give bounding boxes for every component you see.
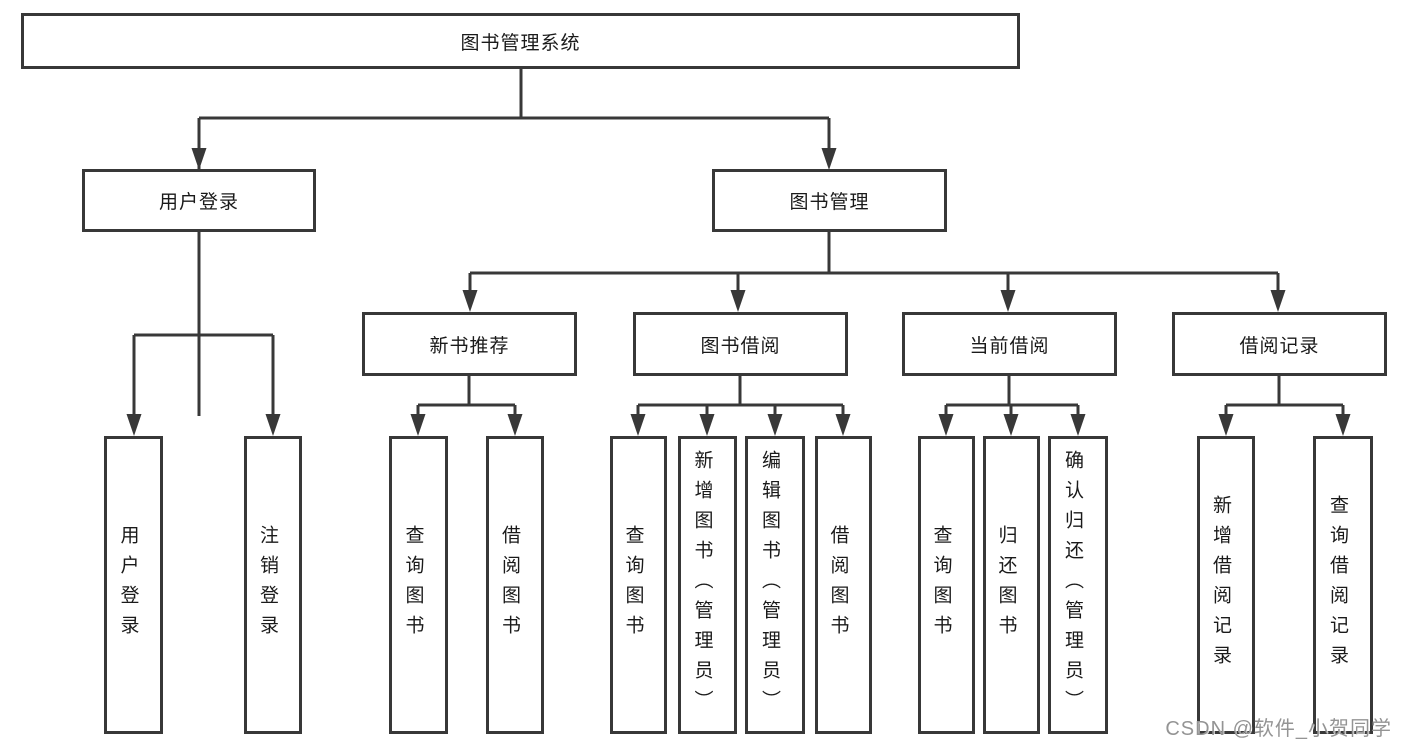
leaf-current-confirm-return-admin: 确认归还（管理员）: [1048, 436, 1108, 734]
leaf-current-confirm-return-admin-label: 确认归还（管理员）: [1062, 450, 1083, 720]
leaf-borrowing-edit-books-admin: 编辑图书（管理员）: [745, 436, 805, 734]
leaf-newbook-borrow-books: 借阅图书: [486, 436, 544, 734]
leaf-newbook-query-books-label: 查询图书: [402, 525, 424, 645]
connector-current-to-leaves: [938, 376, 1086, 436]
node-book-borrowing: 图书借阅: [633, 312, 848, 376]
connector-borrowing-to-leaves: [630, 376, 851, 436]
leaf-current-query-books: 查询图书: [918, 436, 975, 734]
node-current-borrowing: 当前借阅: [902, 312, 1117, 376]
node-new-book-recommend-label: 新书推荐: [429, 335, 510, 357]
connector-newbook-to-leaves: [410, 376, 523, 436]
node-borrow-records-label: 借阅记录: [1239, 335, 1320, 357]
csdn-watermark: CSDN @软件_小贺同学: [1165, 718, 1392, 740]
leaf-borrowing-query-books-label: 查询图书: [622, 525, 644, 645]
leaf-current-return-books: 归还图书: [983, 436, 1040, 734]
node-current-borrowing-label: 当前借阅: [969, 335, 1050, 357]
connector-bookmgmt-to-level3: [462, 232, 1286, 312]
node-root-system: 图书管理系统: [21, 13, 1020, 69]
connector-userlogin-to-leaves: [126, 232, 281, 436]
node-user-login-label: 用户登录: [158, 192, 239, 213]
leaf-current-query-books-label: 查询图书: [930, 525, 952, 645]
connector-root-to-level2: [191, 69, 837, 416]
leaf-borrowing-borrow-books-label: 借阅图书: [827, 525, 849, 645]
node-book-management: 图书管理: [712, 169, 947, 232]
leaf-borrowing-query-books: 查询图书: [610, 436, 667, 734]
leaf-logout: 注销登录: [244, 436, 302, 734]
node-root-label: 图书管理系统: [460, 32, 581, 54]
leaf-logout-label: 注销登录: [257, 525, 278, 645]
node-user-login: 用户登录: [82, 169, 316, 232]
leaf-borrowing-add-books-admin: 新增图书（管理员）: [678, 436, 737, 734]
node-borrow-records: 借阅记录: [1172, 312, 1387, 376]
node-book-management-label: 图书管理: [789, 192, 870, 213]
leaf-borrowing-add-books-admin-label: 新增图书（管理员）: [691, 450, 713, 720]
leaf-user-login-label: 用户登录: [117, 525, 139, 645]
connector-records-to-leaves: [1218, 376, 1351, 436]
node-new-book-recommend: 新书推荐: [362, 312, 577, 376]
leaf-records-query-record-label: 查询借阅记录: [1327, 495, 1348, 675]
leaf-records-query-record: 查询借阅记录: [1313, 436, 1373, 734]
leaf-borrowing-borrow-books: 借阅图书: [815, 436, 872, 734]
leaf-newbook-borrow-books-label: 借阅图书: [499, 525, 520, 645]
leaf-user-login: 用户登录: [104, 436, 163, 734]
leaf-borrowing-edit-books-admin-label: 编辑图书（管理员）: [759, 450, 780, 720]
leaf-newbook-query-books: 查询图书: [389, 436, 448, 734]
node-book-borrowing-label: 图书借阅: [700, 335, 781, 357]
leaf-current-return-books-label: 归还图书: [995, 525, 1017, 645]
leaf-records-add-record-label: 新增借阅记录: [1210, 495, 1231, 675]
leaf-records-add-record: 新增借阅记录: [1197, 436, 1255, 734]
